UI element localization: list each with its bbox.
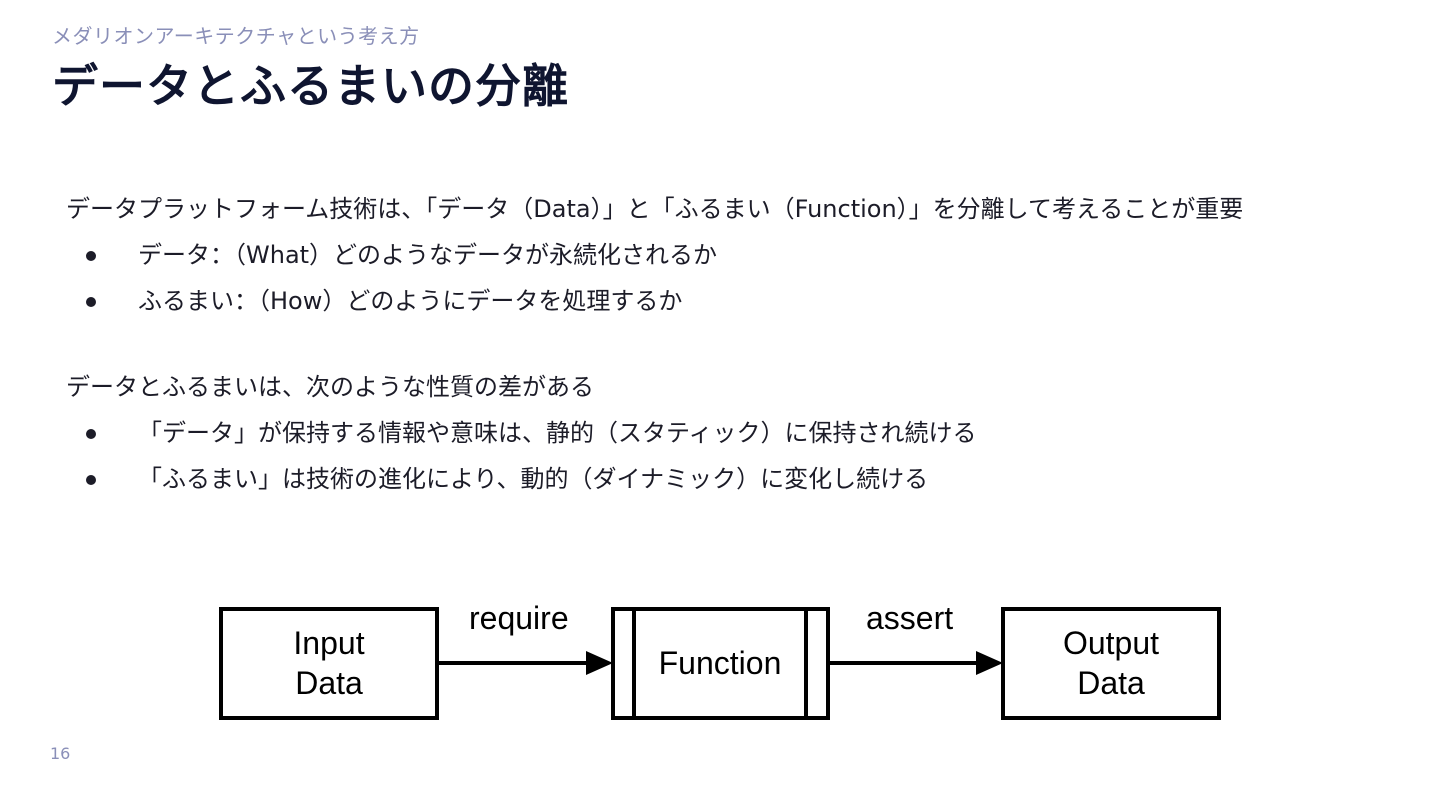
function-label: Function — [658, 645, 782, 681]
bullet-dot-icon — [86, 429, 96, 439]
output-data-label: Output Data — [1003, 623, 1219, 703]
list-item-text: 「ふるまい」は技術の進化により、動的（ダイナミック）に変化し続ける — [138, 465, 929, 493]
slide-body: データプラットフォーム技術は、「データ（Data）」と「ふるまい（Functio… — [66, 190, 1396, 502]
input-data-box — [219, 607, 439, 720]
output-data-line1: Output — [1062, 625, 1160, 661]
input-data-line1: Input — [293, 625, 365, 661]
page-number: 16 — [50, 744, 71, 763]
list-item: 「データ」が保持する情報や意味は、静的（スタティック）に保持され続ける — [66, 410, 1396, 456]
section1-bullets: データ：（What）どのようなデータが永続化されるか ふるまい：（How）どのよ… — [66, 232, 1396, 324]
require-arrowhead-icon — [586, 651, 613, 675]
section2-lead: データとふるまいは、次のような性質の差がある — [66, 373, 594, 401]
input-data-label: Input Data — [221, 623, 437, 703]
bullet-dot-icon — [86, 297, 96, 307]
list-item-text: 「データ」が保持する情報や意味は、静的（スタティック）に保持され続ける — [138, 419, 977, 447]
list-item-text: データ：（What）どのようなデータが永続化されるか — [138, 241, 718, 269]
slide-kicker: メダリオンアーキテクチャという考え方 — [52, 24, 420, 48]
slide-title: データとふるまいの分離 — [52, 59, 569, 113]
section1-lead: データプラットフォーム技術は、「データ（Data）」と「ふるまい（Functio… — [66, 195, 1244, 223]
list-item-text: ふるまい：（How）どのようにデータを処理するか — [138, 287, 683, 315]
output-data-box — [1001, 607, 1221, 720]
list-item: 「ふるまい」は技術の進化により、動的（ダイナミック）に変化し続ける — [66, 456, 1396, 502]
section2-bullets: 「データ」が保持する情報や意味は、静的（スタティック）に保持され続ける 「ふるま… — [66, 410, 1396, 502]
bullet-dot-icon — [86, 251, 96, 261]
list-item: データ：（What）どのようなデータが永続化されるか — [66, 232, 1396, 278]
assert-arrowhead-icon — [976, 651, 1003, 675]
assert-label: assert — [866, 600, 954, 636]
input-data-line2: Data — [295, 665, 363, 701]
require-label: require — [469, 600, 569, 636]
function-box — [611, 607, 830, 720]
bullet-dot-icon — [86, 475, 96, 485]
list-item: ふるまい：（How）どのようにデータを処理するか — [66, 278, 1396, 324]
output-data-line2: Data — [1077, 665, 1145, 701]
